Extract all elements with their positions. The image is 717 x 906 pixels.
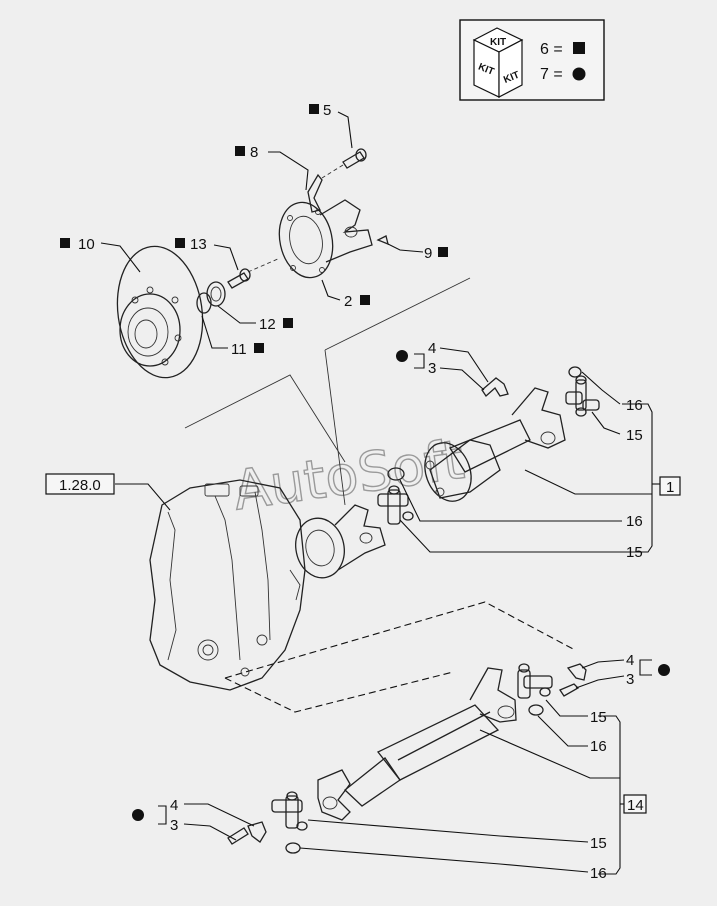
assembly-ref-box xyxy=(45,473,115,495)
assembly-outline-right xyxy=(324,277,471,351)
kit-face-label: KIT xyxy=(490,37,506,48)
callout-16-middle: 16 xyxy=(626,513,643,530)
bolt-5 xyxy=(342,148,367,169)
lower-drive-shaft xyxy=(317,667,517,821)
washer-12 xyxy=(206,281,226,307)
assembly-outline-left xyxy=(184,374,346,463)
group-14-box xyxy=(623,794,647,814)
callout-3-left: 3 xyxy=(170,817,178,834)
square-marker-icon xyxy=(254,343,264,353)
callout-4-upper: 4 xyxy=(428,340,436,357)
assembly-ref-label: 1.28.0 xyxy=(59,477,101,494)
callout-10: 10 xyxy=(78,236,95,253)
callout-12: 12 xyxy=(259,316,276,333)
flange-yoke-2 xyxy=(278,199,373,279)
square-marker-icon xyxy=(60,238,70,248)
cross-joint-middle xyxy=(377,485,414,525)
circle-marker-icon xyxy=(132,809,144,821)
seal-ring-11 xyxy=(196,292,212,314)
callout-13: 13 xyxy=(190,236,207,253)
circle-marker-icon xyxy=(572,67,586,81)
square-marker-icon xyxy=(309,104,319,114)
kit-cube-icon: KIT KIT KIT xyxy=(472,27,524,98)
kit-legend: KIT KIT KIT 6 = 7 = xyxy=(459,19,605,101)
callout-15-left: 15 xyxy=(590,835,607,852)
cross-joint-lower-right xyxy=(517,663,553,699)
legend-square-entry: 6 = xyxy=(540,41,563,58)
snap-ring-upper xyxy=(568,366,582,378)
legend-circle-entry: 7 = xyxy=(540,66,563,83)
square-marker-icon xyxy=(283,318,293,328)
group-1-box xyxy=(659,476,681,496)
square-marker-icon xyxy=(360,295,370,305)
lock-clip-lower-left xyxy=(227,821,267,845)
pin-9 xyxy=(376,235,389,246)
callout-2: 2 xyxy=(344,293,352,310)
callout-16-upper: 16 xyxy=(626,397,643,414)
callout-8: 8 xyxy=(250,144,258,161)
group-14-label: 14 xyxy=(627,797,644,814)
square-marker-icon xyxy=(573,42,585,54)
callout-16-right: 16 xyxy=(590,738,607,755)
callout-4-right: 4 xyxy=(626,652,634,669)
snap-ring-middle xyxy=(387,467,405,481)
square-marker-icon xyxy=(175,238,185,248)
gearbox-flange-yoke xyxy=(295,504,386,579)
callout-11: 11 xyxy=(231,341,247,358)
circle-marker-icon xyxy=(396,350,408,362)
square-marker-icon xyxy=(235,146,245,156)
callout-9: 9 xyxy=(424,245,432,262)
snap-ring-lower-right xyxy=(528,704,544,716)
lock-clip-lower-right xyxy=(566,663,587,681)
callout-4-left: 4 xyxy=(170,797,178,814)
cross-joint-upper-right xyxy=(565,375,600,417)
square-marker-icon xyxy=(438,247,448,257)
callout-15-middle: 15 xyxy=(626,544,643,561)
brake-disc xyxy=(116,245,204,379)
group-1-label: 1 xyxy=(666,479,674,496)
lock-clip-upper xyxy=(481,377,509,397)
callout-3-upper: 3 xyxy=(428,360,436,377)
gearbox-housing xyxy=(149,479,306,691)
dashed-outline-lower xyxy=(224,671,454,713)
bolt-13 xyxy=(227,268,251,289)
cross-joint-lower-left xyxy=(271,791,308,831)
leader-lines xyxy=(100,111,665,875)
circle-marker-icon xyxy=(658,664,670,676)
lock-plate-8 xyxy=(307,173,323,213)
bolt-lower-right xyxy=(559,683,580,697)
snap-ring-lower-left xyxy=(285,842,301,854)
callout-5: 5 xyxy=(323,102,331,119)
callout-3-right: 3 xyxy=(626,671,634,688)
callout-15-upper: 15 xyxy=(626,427,643,444)
dashed-outline-upper xyxy=(224,601,576,679)
middle-drive-shaft xyxy=(424,387,566,502)
callouts: 5 8 10 13 9 2 12 11 4 3 16 15 1 16 15 1.… xyxy=(45,102,681,882)
callout-16-left: 16 xyxy=(590,865,607,882)
callout-15-right: 15 xyxy=(590,709,607,726)
